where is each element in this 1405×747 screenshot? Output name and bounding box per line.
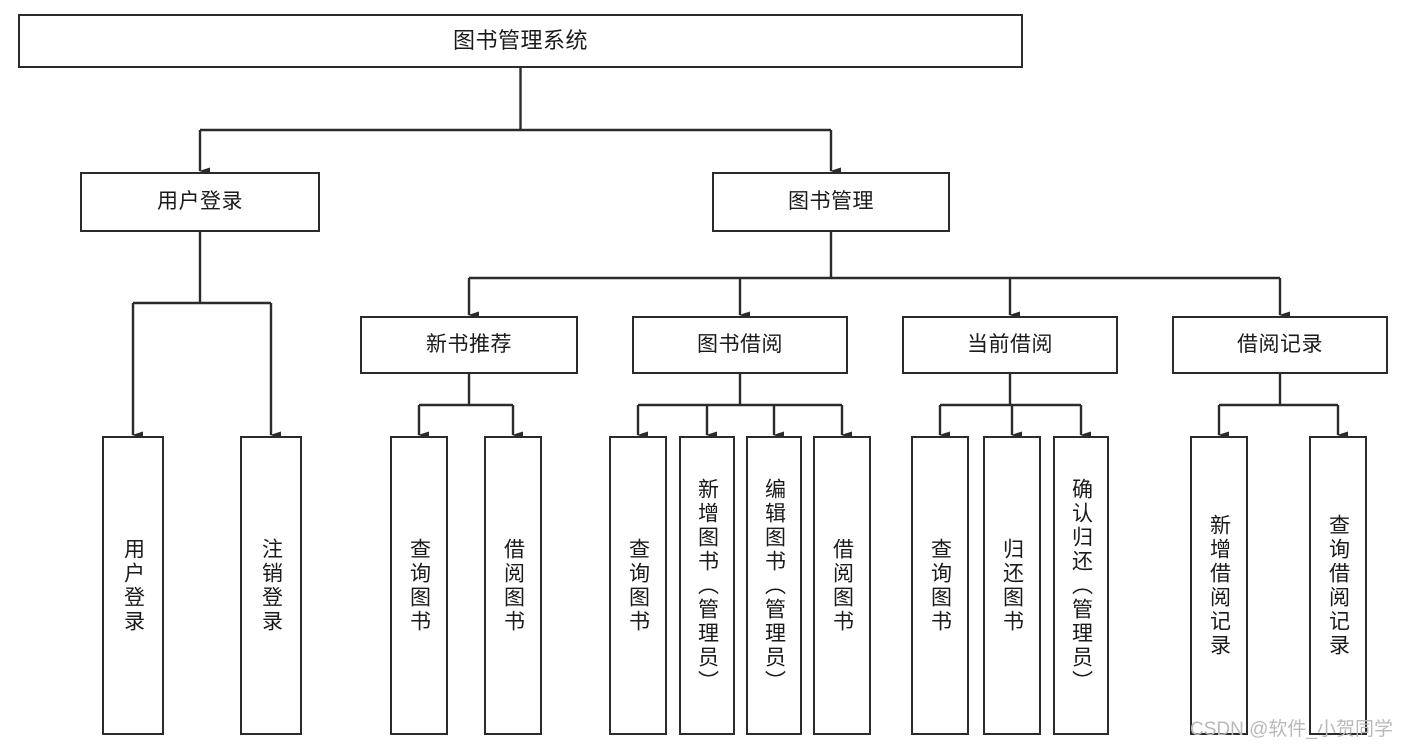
node-leaf-edit-book-label: 编辑图书（管理员） [762,477,786,694]
node-book-borrow[interactable]: 图书借阅 [632,316,848,374]
node-current-borrow[interactable]: 当前借阅 [902,316,1118,374]
node-leaf-query-record[interactable]: 查询借阅记录 [1309,436,1367,735]
node-book-manage-label: 图书管理 [788,190,874,214]
node-leaf-user-logout[interactable]: 注销登录 [240,436,302,735]
node-leaf-confirm-return-label: 确认归还（管理员） [1069,477,1093,694]
node-leaf-return-book-label: 归还图书 [1000,537,1024,634]
node-leaf-query-book-1-label: 查询图书 [407,537,431,634]
node-leaf-borrow-book-2[interactable]: 借阅图书 [813,436,871,735]
node-leaf-return-book[interactable]: 归还图书 [983,436,1041,735]
node-borrow-record[interactable]: 借阅记录 [1172,316,1388,374]
node-leaf-query-book-1[interactable]: 查询图书 [390,436,448,735]
node-user-login[interactable]: 用户登录 [80,172,320,232]
node-leaf-confirm-return[interactable]: 确认归还（管理员） [1053,436,1109,735]
node-new-book-recommend-label: 新书推荐 [426,333,512,357]
node-leaf-user-login[interactable]: 用户登录 [102,436,164,735]
node-current-borrow-label: 当前借阅 [967,333,1053,357]
node-leaf-query-book-2-label: 查询图书 [626,537,650,634]
node-leaf-borrow-book-2-label: 借阅图书 [830,537,854,634]
node-leaf-query-book-2[interactable]: 查询图书 [609,436,667,735]
node-leaf-borrow-book-1-label: 借阅图书 [501,537,525,634]
node-leaf-add-book-label: 新增图书（管理员） [695,477,719,694]
node-leaf-query-book-3[interactable]: 查询图书 [911,436,969,735]
node-leaf-borrow-book-1[interactable]: 借阅图书 [484,436,542,735]
node-user-login-label: 用户登录 [157,190,243,214]
node-leaf-query-book-3-label: 查询图书 [928,537,952,634]
node-leaf-user-logout-label: 注销登录 [259,537,283,634]
node-book-manage[interactable]: 图书管理 [712,172,950,232]
node-book-borrow-label: 图书借阅 [697,333,783,357]
node-leaf-user-login-label: 用户登录 [121,537,145,634]
node-leaf-add-record-label: 新增借阅记录 [1207,513,1231,658]
node-root-label: 图书管理系统 [452,27,588,53]
watermark: CSDN @软件_小贺同学 [1190,719,1393,740]
node-leaf-add-book[interactable]: 新增图书（管理员） [679,436,735,735]
node-leaf-edit-book[interactable]: 编辑图书（管理员） [746,436,802,735]
node-borrow-record-label: 借阅记录 [1237,333,1323,357]
node-new-book-recommend[interactable]: 新书推荐 [360,316,578,374]
node-leaf-add-record[interactable]: 新增借阅记录 [1190,436,1248,735]
node-leaf-query-record-label: 查询借阅记录 [1326,513,1350,658]
node-root[interactable]: 图书管理系统 [18,14,1023,68]
